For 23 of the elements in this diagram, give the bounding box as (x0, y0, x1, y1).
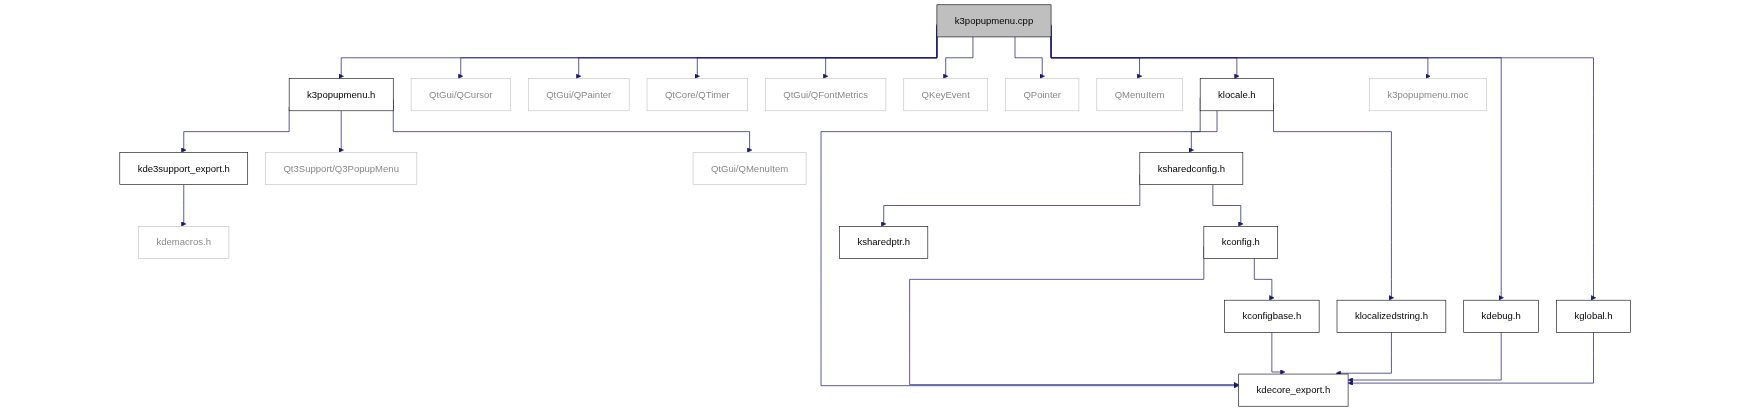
node-box: ksharedconfig.h (1139, 152, 1244, 185)
node-box: QMenuItem (1096, 78, 1183, 112)
node-box: QtCore/QTimer (646, 78, 748, 112)
node-box: kglobal.h (1556, 299, 1631, 333)
node-box: kde3support_export.h (119, 152, 248, 185)
node-box: QtGui/QPainter (527, 78, 630, 112)
node-box: QtGui/QMenuItem (692, 152, 807, 185)
node-box: ksharedptr.h (839, 226, 928, 259)
node-box: QPointer (1005, 78, 1080, 112)
node-box: QtGui/QCursor (410, 78, 511, 112)
node-box: kdemacros.h (138, 226, 230, 259)
node-box: kdecore_export.h (1238, 373, 1349, 407)
node-box: Qt3Support/Q3PopupMenu (265, 152, 417, 185)
node-box: k3popupmenu.h (288, 78, 394, 112)
node-box: kconfig.h (1203, 226, 1278, 259)
node-box: klocale.h (1199, 78, 1274, 112)
node-box: klocalizedstring.h (1336, 299, 1447, 333)
node-box: k3popupmenu.moc (1369, 78, 1487, 112)
node-box: QKeyEvent (903, 78, 988, 112)
node-box: QtGui/QFontMetrics (765, 78, 887, 112)
node-box: kconfigbase.h (1224, 299, 1320, 333)
node-box: kdebug.h (1463, 299, 1539, 333)
node-box: k3popupmenu.cpp (936, 4, 1052, 38)
